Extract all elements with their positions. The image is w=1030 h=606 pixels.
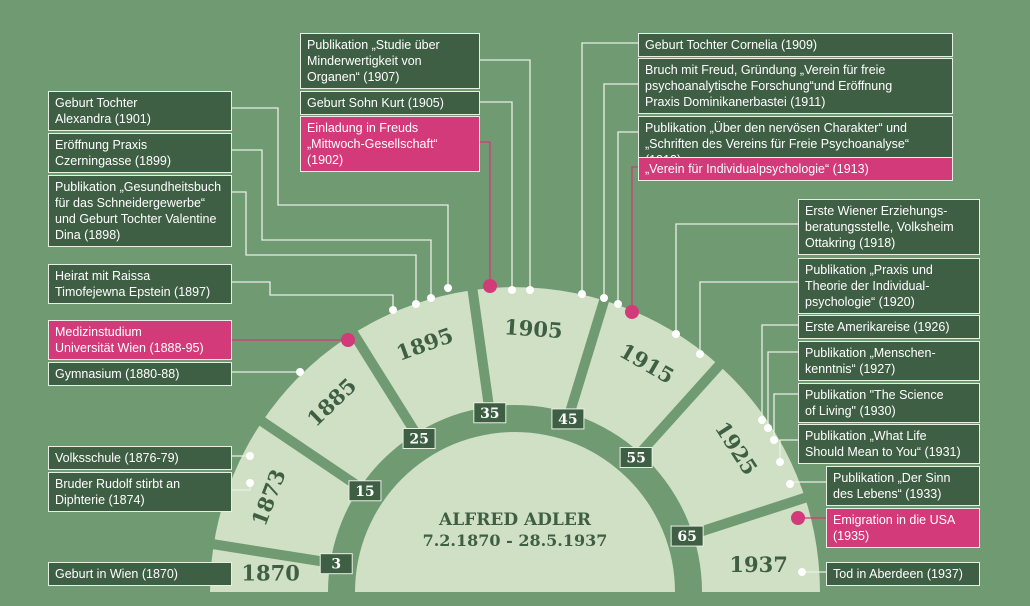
connector-line: [675, 223, 798, 334]
connector-line: [767, 351, 798, 428]
connector-dot: [427, 294, 435, 302]
connector-dot: [444, 284, 452, 292]
connector-dot: [600, 294, 608, 302]
event-label: Geburt Tochter Cornelia (1909): [638, 33, 953, 57]
connector-line: [232, 149, 432, 298]
event-label: „Verein für Individualpsychologie“ (1913…: [638, 157, 953, 181]
connector-dot: [578, 290, 586, 298]
event-label: Volksschule (1876-79): [48, 446, 232, 470]
connector-dot: [526, 286, 534, 294]
connector-dot: [786, 480, 794, 488]
event-label: Publikation „Studie über Minderwertigkei…: [300, 33, 480, 89]
age-label: 3: [331, 557, 341, 573]
event-label: Publikation „Der Sinn des Lebens“ (1933): [826, 466, 980, 506]
connector-line: [232, 107, 449, 288]
event-label: Einladung in Freuds „Mittwoch-Gesellscha…: [300, 116, 480, 172]
connector-line: [232, 191, 417, 304]
connector-line: [761, 324, 798, 420]
event-label: Eröffnung Praxis Czerningasse (1899): [48, 133, 232, 173]
event-label: Erste Wiener Erziehungs- beratungsstelle…: [798, 199, 980, 255]
connector-dot: [508, 286, 516, 294]
connector-dot: [791, 511, 805, 525]
age-label: 55: [626, 450, 645, 466]
event-label: Bruder Rudolf stirbt an Diphterie (1874): [48, 472, 232, 512]
connector-dot: [389, 306, 397, 314]
connector-dot: [296, 368, 304, 376]
arc-spoke: [348, 328, 427, 447]
connector-dot: [246, 479, 254, 487]
event-label: Erste Amerikareise (1926): [798, 315, 980, 339]
arc-spoke: [628, 360, 725, 466]
event-label: Medizinstudium Universität Wien (1888-95…: [48, 320, 232, 360]
center-title: ALFRED ADLER: [438, 510, 592, 530]
connector-dot: [770, 436, 778, 444]
connector-line: [773, 393, 798, 440]
connector-line: [232, 281, 394, 310]
connector-dot: [776, 458, 784, 466]
connector-dot: [614, 300, 622, 308]
connector-dot: [246, 452, 254, 460]
event-label: Emigration in die USA (1935): [826, 508, 980, 548]
age-box: [670, 525, 704, 547]
event-label: Publikation „What Life Should Mean to Yo…: [798, 424, 980, 464]
connector-dot: [341, 333, 355, 347]
age-box: [473, 402, 507, 424]
connector-dot: [758, 416, 766, 424]
age-box: [402, 428, 436, 450]
inner-disc: [355, 432, 675, 592]
age-label: 45: [558, 412, 577, 428]
connector-dot: [696, 350, 704, 358]
connector-dot: [625, 305, 639, 319]
connector-line: [699, 281, 798, 354]
event-label: Publikation „Gesundheitsbuch für das Sch…: [48, 175, 232, 247]
event-label: Publikation "The Science of Living" (193…: [798, 383, 980, 423]
event-label: Gymnasium (1880-88): [48, 362, 232, 386]
age-box: [619, 446, 653, 468]
connector-line: [631, 166, 638, 312]
arc-spoke: [467, 287, 496, 420]
decade-label: 1937: [729, 552, 787, 577]
connector-dot: [798, 568, 806, 576]
connector-line: [480, 59, 531, 290]
decade-label: 1905: [503, 314, 563, 343]
event-label: Heirat mit Raissa Timofejewna Epstein (1…: [48, 264, 232, 304]
arc-spoke: [561, 296, 610, 427]
event-label: Geburt in Wien (1870): [48, 562, 232, 586]
connector-line: [779, 439, 798, 462]
event-label: Tod in Aberdeen (1937): [826, 562, 980, 586]
connector-line: [617, 131, 638, 304]
connector-line: [603, 83, 638, 298]
age-label: 15: [355, 484, 374, 500]
connector-dot: [764, 424, 772, 432]
event-label: Geburt Sohn Kurt (1905): [300, 91, 480, 115]
age-box: [551, 408, 585, 430]
age-box: [319, 553, 353, 575]
connector-line: [480, 101, 513, 290]
age-label: 25: [409, 432, 428, 448]
connector-dot: [672, 330, 680, 338]
event-label: Bruch mit Freud, Gründung „Verein für fr…: [638, 58, 953, 114]
event-label: Publikation „Menschen- kenntnis“ (1927): [798, 341, 980, 381]
age-box: [348, 480, 382, 502]
age-label: 65: [677, 529, 696, 545]
connector-line: [480, 141, 491, 286]
event-label: Publikation „Praxis und Theorie der Indi…: [798, 258, 980, 314]
event-label: Geburt Tochter Alexandra (1901): [48, 91, 232, 131]
decade-label: 1870: [241, 560, 299, 585]
connector-line: [581, 42, 638, 294]
connector-dot: [412, 300, 420, 308]
age-label: 35: [480, 406, 499, 422]
center-dates: 7.2.1870 - 28.5.1937: [423, 531, 608, 550]
connector-dot: [483, 279, 497, 293]
